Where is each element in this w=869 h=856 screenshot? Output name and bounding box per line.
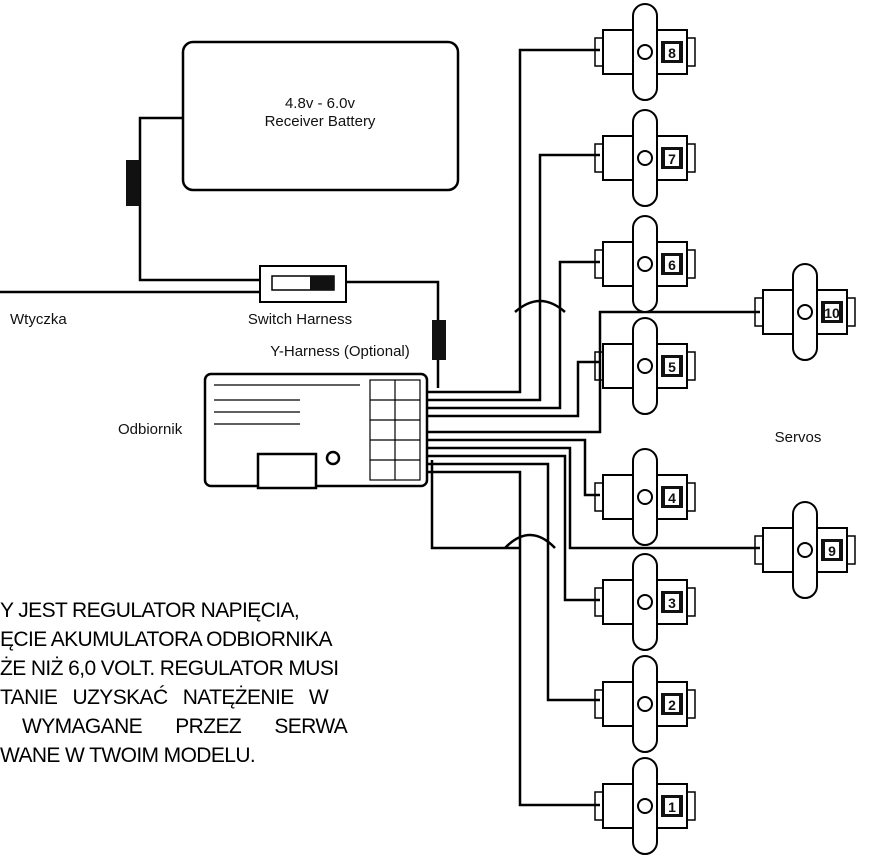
note-line: ŻE NIŻ 6,0 VOLT. REGULATOR MUSI <box>0 657 339 680</box>
plug-label: Wtyczka <box>10 311 67 328</box>
servo-number-label: 1 <box>668 799 676 815</box>
receiver-plug-housing <box>256 452 318 490</box>
battery-title-label: Receiver Battery <box>265 113 376 130</box>
y-harness-bottom-loop <box>430 460 520 550</box>
note-line: Y JEST REGULATOR NAPIĘCIA, <box>0 599 300 622</box>
receiver-battery-box <box>181 40 460 192</box>
servo-number-label: 2 <box>668 697 676 713</box>
note-line: WYMAGANE PRZEZ SERWA <box>22 715 348 738</box>
servo-4: 4 <box>594 448 696 546</box>
servo-number-label: 6 <box>668 257 676 273</box>
servo-number-label: 10 <box>824 305 840 321</box>
servo-number-label: 3 <box>668 595 676 611</box>
battery-lead <box>138 116 260 282</box>
switch-harness-label: Switch Harness <box>248 311 352 328</box>
servo-number-label: 7 <box>668 151 676 167</box>
servo-9: 9 <box>754 501 856 599</box>
switch-harness <box>259 265 347 303</box>
servo-5: 5 <box>594 317 696 415</box>
wire-servo-5 <box>427 360 600 418</box>
servo-2: 2 <box>594 655 696 753</box>
receiver-bind-button <box>325 450 341 466</box>
servo-number-label: 5 <box>668 359 676 375</box>
y-harness-label: Y-Harness (Optional) <box>270 343 410 360</box>
wire-servo-2 <box>427 462 600 702</box>
switch-to-receiver-lead <box>345 280 440 388</box>
note-line: ĘCIE AKUMULATORA ODBIORNIKA <box>0 628 333 651</box>
note-line: TANIE UZYSKAĆ NATĘŻENIE W <box>0 686 329 709</box>
servo-6: 6 <box>594 215 696 313</box>
servos-label: Servos <box>775 429 822 446</box>
crossover-bottom <box>504 533 556 549</box>
battery-connector <box>126 160 140 206</box>
wire-servo-1 <box>427 470 600 807</box>
wire-servo-3 <box>427 454 600 602</box>
wire-servo-7 <box>427 153 600 402</box>
servo-7: 7 <box>594 109 696 207</box>
wire-servo-8 <box>427 48 600 394</box>
servo-8: 8 <box>594 3 696 101</box>
regulator-note: Y JEST REGULATOR NAPIĘCIA, ĘCIE AKUMULAT… <box>0 596 470 770</box>
wire-servo-4 <box>427 438 600 497</box>
wire-servo-9 <box>427 446 760 550</box>
servo-number-label: 4 <box>668 490 676 506</box>
battery-voltage-label: 4.8v - 6.0v <box>285 95 356 112</box>
wire-servo-10 <box>427 310 760 434</box>
receiver-label: Odbiornik <box>118 421 183 438</box>
servo-10: 10 <box>754 263 856 361</box>
y-harness-connector <box>432 320 446 360</box>
wire-servo-6 <box>427 260 600 410</box>
servo-3: 3 <box>594 553 696 651</box>
servo-number-label: 8 <box>668 45 676 61</box>
servo-1: 1 <box>594 757 696 855</box>
servo-number-label: 9 <box>828 543 836 559</box>
note-line: WANE W TWOIM MODELU. <box>0 744 256 767</box>
crossover-top <box>514 299 566 313</box>
